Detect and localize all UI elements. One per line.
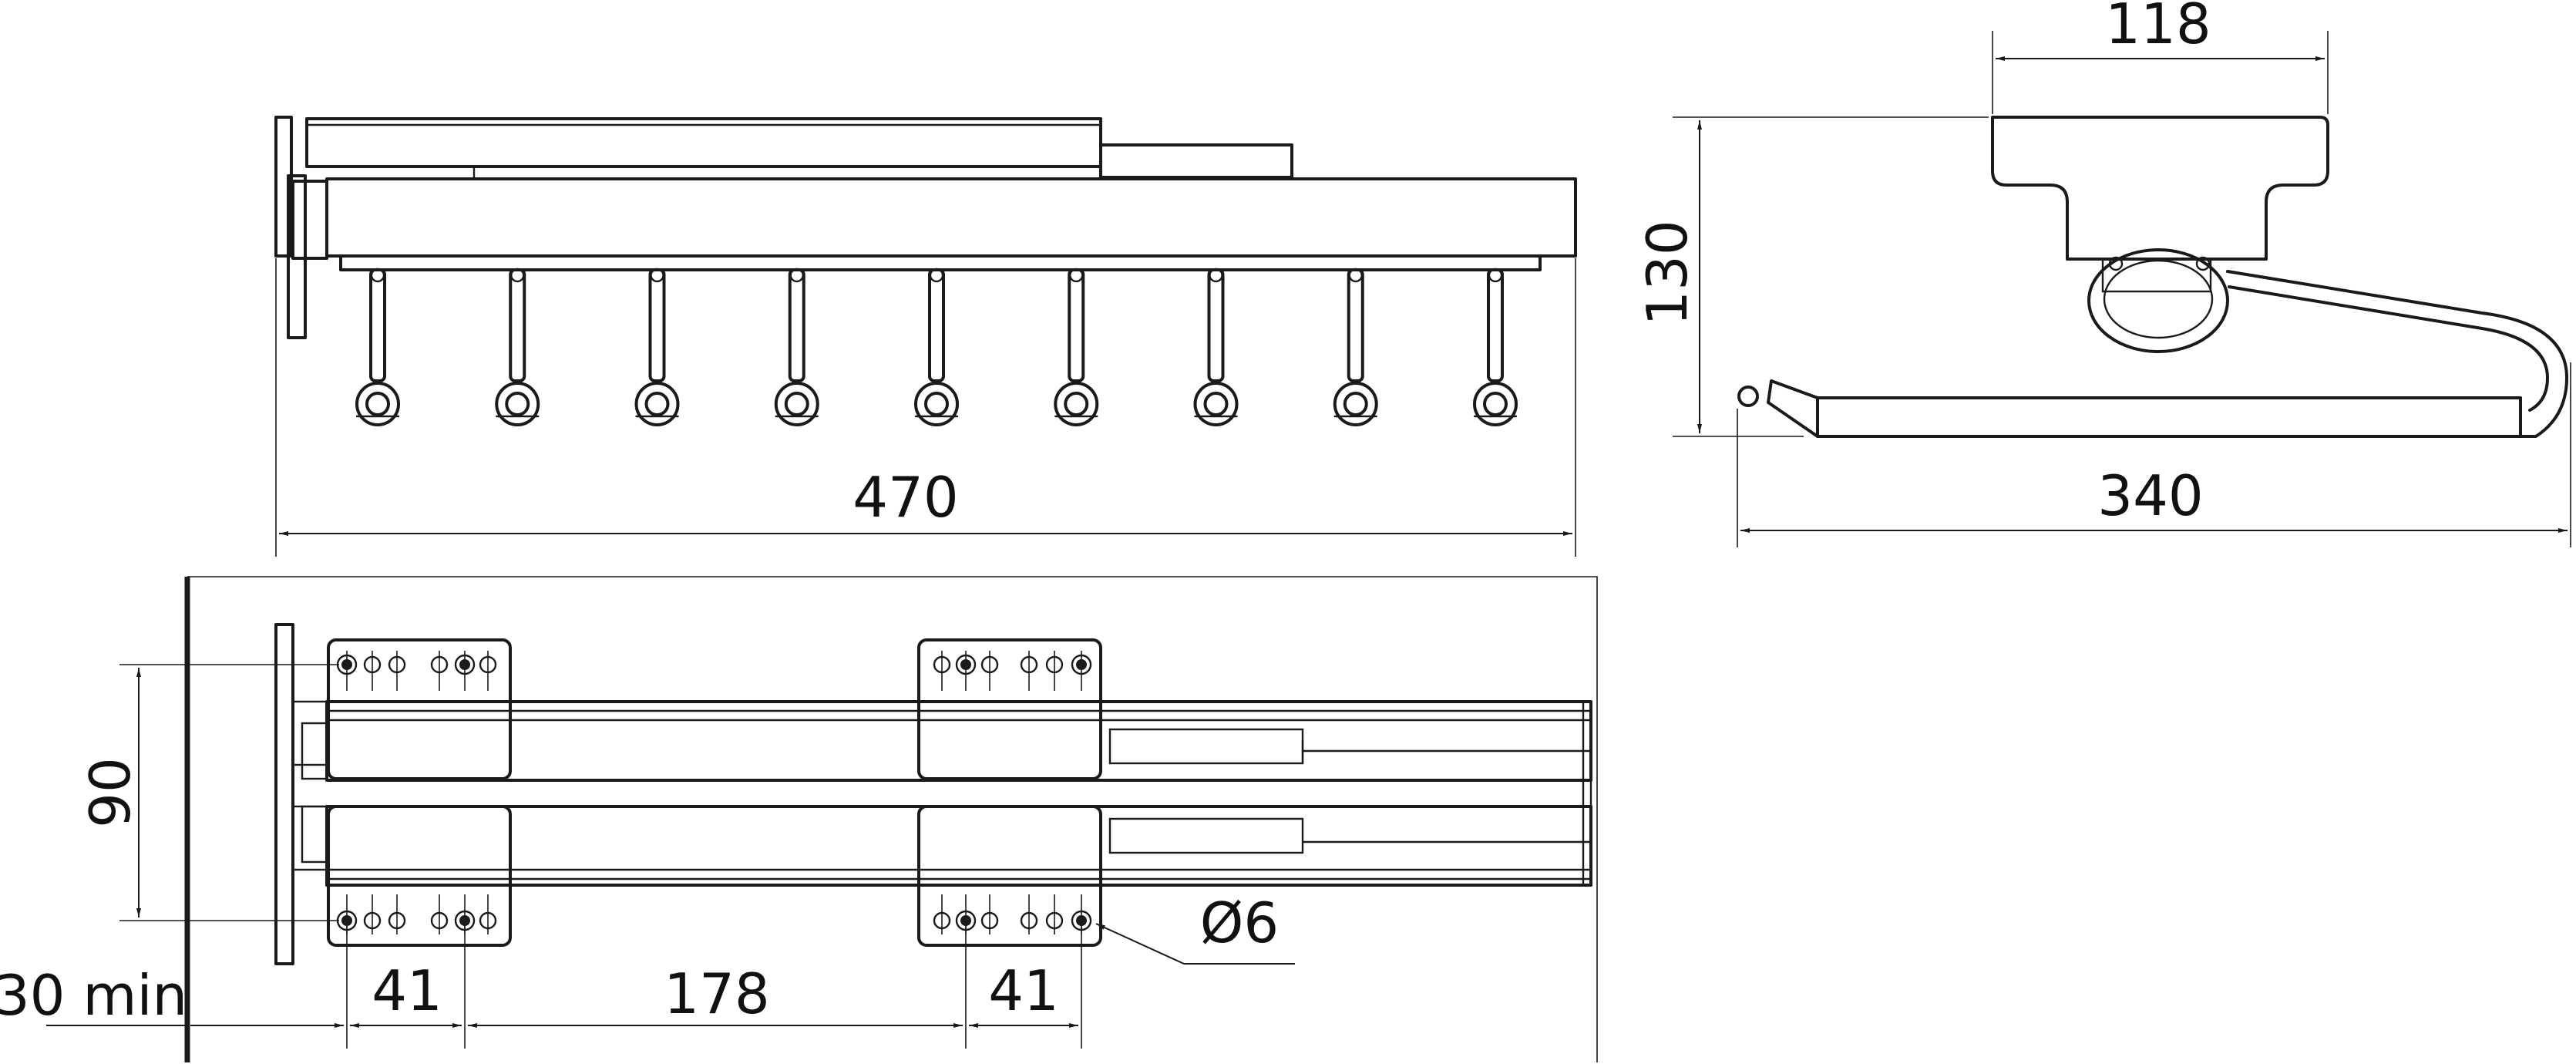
side-bracket	[1991, 116, 2329, 261]
mounting-hole	[1071, 651, 1092, 691]
mounting-hole	[955, 651, 977, 691]
dim-top-width-label: 118	[2105, 0, 2211, 56]
hook-group	[355, 268, 1518, 426]
dim-left-spacing-label: 41	[372, 958, 442, 1023]
plan-view: 90 30 min 41 178 41 Ø6	[0, 576, 1598, 1062]
main-body	[325, 177, 1577, 258]
mounting-hole	[933, 894, 951, 934]
hook	[774, 268, 819, 426]
dim-mid-spacing-label: 178	[664, 961, 769, 1026]
bracket-top-left	[327, 638, 512, 780]
hook	[1054, 268, 1099, 426]
hook	[1473, 268, 1518, 426]
bracket-top-right	[917, 638, 1102, 780]
side-ring	[2087, 248, 2229, 353]
mounting-hole	[336, 651, 358, 691]
mounting-hole	[363, 894, 382, 934]
mounting-hole	[1045, 651, 1064, 691]
mounting-hole	[1020, 894, 1038, 934]
hook	[355, 268, 400, 426]
mounting-hole	[479, 894, 497, 934]
mounting-hole	[980, 894, 999, 934]
mounting-hole	[430, 894, 449, 934]
mounting-hole	[388, 894, 406, 934]
hook	[1333, 268, 1378, 426]
mounting-hole	[933, 651, 951, 691]
side-arm	[1767, 270, 2568, 438]
dim-depth-label: 340	[2097, 463, 2203, 528]
side-view: 118 130 340	[1635, 0, 2571, 547]
mounting-hole	[388, 651, 406, 691]
hook	[914, 268, 959, 426]
mounting-hole	[454, 651, 476, 691]
hook	[634, 268, 680, 426]
mounting-hole	[1045, 894, 1064, 934]
dim-width-label: 470	[853, 465, 958, 530]
plan-rail-upper	[325, 700, 1592, 782]
upper-rail	[305, 117, 1102, 168]
mounting-hole	[479, 651, 497, 691]
mounting-hole	[430, 651, 449, 691]
rail-extension	[1099, 143, 1293, 179]
mounting-hole	[980, 651, 999, 691]
hook	[495, 268, 540, 426]
hook	[1193, 268, 1239, 426]
mounting-hole	[363, 651, 382, 691]
plan-mount-plate	[274, 623, 294, 965]
front-view: 470	[274, 116, 1577, 557]
mounting-holes	[336, 651, 1092, 934]
dim-hole-diameter-label: Ø6	[1200, 891, 1279, 955]
bracket-bottom-right	[917, 805, 1102, 947]
plan-rail-lower	[325, 805, 1592, 887]
dim-min-offset-label: 30 min	[0, 963, 187, 1028]
hook-bar	[339, 254, 1542, 271]
dim-height-label: 130	[1635, 220, 1700, 325]
side-knob	[1737, 386, 1759, 407]
bracket-bottom-left	[327, 805, 512, 947]
mount-block	[291, 180, 328, 260]
dim-right-spacing-label: 41	[988, 958, 1059, 1023]
mounting-hole	[1020, 651, 1038, 691]
dim-plan-height-label: 90	[78, 757, 143, 828]
